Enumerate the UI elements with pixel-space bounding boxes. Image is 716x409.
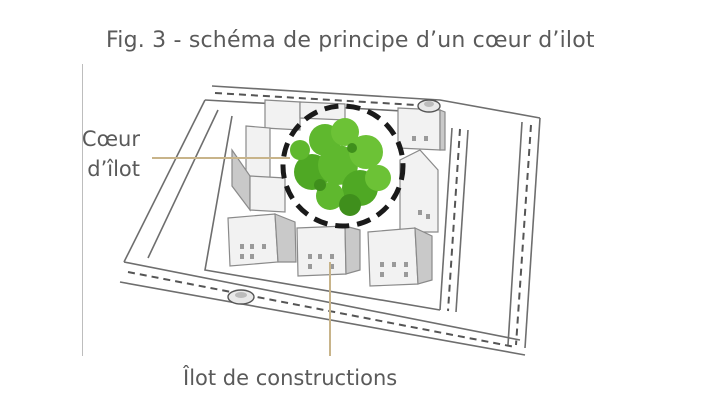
label-coeur-line-2: d’îlot <box>87 157 140 181</box>
building <box>399 149 439 233</box>
building <box>249 175 286 213</box>
car-icon <box>417 99 441 113</box>
building-windows <box>240 136 430 277</box>
building <box>264 99 301 131</box>
building <box>296 225 347 277</box>
building <box>397 107 441 151</box>
road-center-dashes <box>127 92 532 348</box>
heart-boundary-dashed-circle <box>280 103 406 229</box>
left-margin-rule <box>82 64 83 356</box>
building <box>367 227 419 287</box>
figure-title: Fig. 3 - schéma de principe d’un cœur d’… <box>106 28 595 53</box>
label-coeur-line-1: Cœur <box>81 127 140 151</box>
building <box>245 125 271 181</box>
label-ilot-de-constructions: Îlot de constructions <box>183 366 398 390</box>
car-icon <box>227 289 255 305</box>
tree-cluster <box>290 118 391 216</box>
label-coeur-d-ilot: Cœur d’îlot <box>64 124 140 184</box>
